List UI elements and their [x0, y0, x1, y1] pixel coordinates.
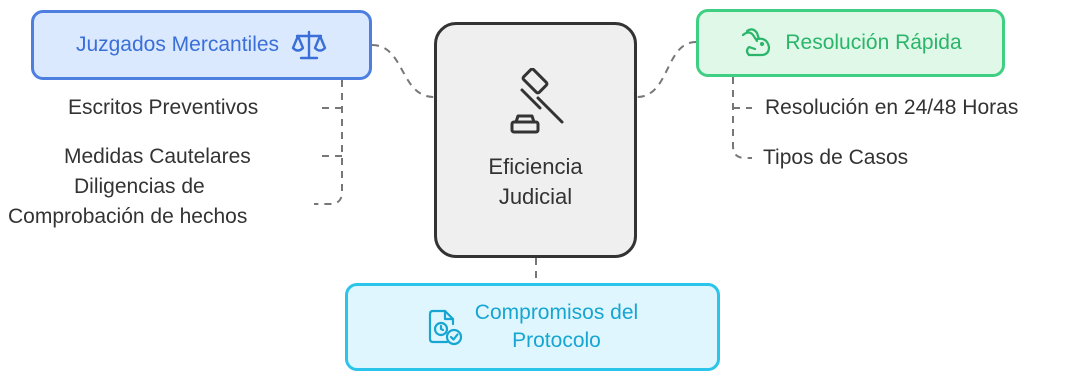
- center-label-line1: Eficiencia: [488, 154, 583, 180]
- compromisos-protocolo-node: Compromisos del Protocolo: [345, 283, 720, 371]
- center-label-line2: Judicial: [498, 184, 573, 209]
- scales-icon: [291, 28, 327, 62]
- juzgados-item-3a: Diligencias de: [74, 175, 205, 198]
- juzgados-item-1: Escritos Preventivos: [68, 96, 259, 119]
- resolucion-item-2: Tipos de Casos: [763, 146, 909, 169]
- juzgados-item-2: Medidas Cautelares: [64, 145, 251, 168]
- rabbit-icon: [739, 27, 773, 59]
- compromisos-label-line1: Compromisos del: [474, 300, 639, 324]
- compromisos-label-line2: Protocolo: [512, 329, 601, 352]
- gavel-icon: [504, 68, 568, 138]
- juzgados-label: Juzgados Mercantiles: [75, 33, 280, 56]
- resolucion-label: Resolución Rápida: [785, 31, 962, 54]
- resolucion-rapida-node: Resolución Rápida: [696, 9, 1005, 77]
- juzgados-item-3b: Comprobación de hechos: [8, 205, 248, 228]
- resolucion-item-1: Resolución en 24/48 Horas: [765, 96, 1019, 119]
- document-clock-check-icon: [427, 308, 463, 346]
- center-node-eficiencia-judicial: Eficiencia Judicial: [434, 22, 637, 258]
- juzgados-mercantiles-node: Juzgados Mercantiles: [31, 10, 372, 80]
